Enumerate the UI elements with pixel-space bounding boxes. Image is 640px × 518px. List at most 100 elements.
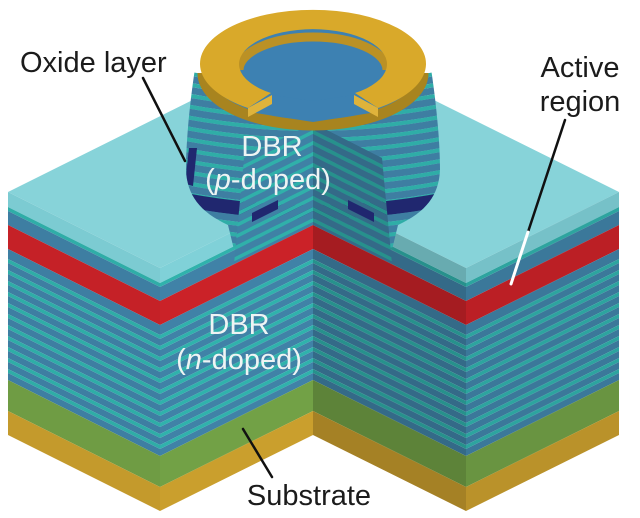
right-cut-face-dbr-teal (313, 325, 466, 405)
mesa-cut-stripe (234, 141, 313, 185)
mesa-stripe (186, 118, 440, 138)
right-cut-face-dbr-teal (313, 270, 466, 350)
right-cut-face-dbr-blue (313, 362, 466, 445)
left-cut-face-dbr-teal (160, 325, 313, 405)
right-outer-face-dbr-teal (466, 259, 619, 339)
right-outer-face-dbr-teal (466, 270, 619, 350)
dbr-p-label-line2: (p-doped) (205, 164, 331, 196)
mesa-cut-stripe (234, 211, 313, 258)
right-cut-face-dbr-blue (313, 373, 466, 456)
left-cut-face-dbr-blue (160, 249, 313, 335)
mesa-cut-stripe (313, 156, 392, 203)
right-outer-face-dbr-teal (466, 358, 619, 438)
left-outer-face-dbr-teal (8, 270, 160, 350)
right-outer-face-dbr-teal (466, 347, 619, 427)
left-cut-face-dbr-blue (160, 362, 313, 445)
active-region-leader-line (526, 118, 567, 234)
left-cut-face-dbr-blue (160, 307, 313, 390)
substrate-label: Substrate (247, 480, 371, 512)
mesa-cut-stripe (313, 130, 392, 174)
mesa-cut-stripe (234, 130, 313, 174)
dbr-n-close: -doped) (202, 344, 302, 376)
left-outer-face-dbr-blue (8, 373, 160, 456)
base-block-faces (8, 192, 619, 511)
left-cut-face-dbr-teal (160, 369, 313, 449)
contact-ring-inner-wall (234, 32, 392, 71)
dbr-n-open-paren: ( (176, 344, 186, 376)
right-cut-face-substrate-gold (313, 411, 466, 511)
right-outer-face-dbr-blue (466, 296, 619, 379)
right-outer-face-dbr-teal (466, 369, 619, 449)
mesa-cut-stripe (313, 211, 392, 258)
right-outer-face-dbr-blue (466, 362, 619, 445)
left-outer-face-dbr-teal (8, 369, 160, 449)
right-cut-face-dbr-blue (313, 249, 466, 335)
left-outer-face-dbr-teal (8, 314, 160, 394)
right-cut-face-dbr-blue (313, 296, 466, 379)
mesa-cut-stripe (234, 200, 313, 247)
mesa-cut-stripe (313, 196, 392, 240)
mesa-cut-stripe (313, 207, 392, 251)
oxide-layer-edge-mark (186, 148, 197, 186)
right-outer-face-dbr-blue (466, 285, 619, 368)
left-cut-face-substrate-gold (160, 411, 313, 511)
mesa-cut-stripe (313, 218, 392, 262)
mesa-cut-stripe (313, 200, 392, 247)
right-outer-face-dbr-blue (466, 340, 619, 423)
mesa-cut-stripe (234, 134, 313, 181)
mesa-stripe (186, 125, 440, 142)
dbr-p-open-paren: ( (205, 164, 215, 196)
mesa-cut-stripe (234, 207, 313, 251)
left-outer-face-dbr-blue (8, 351, 160, 434)
right-outer-face-dbr-blue (466, 318, 619, 401)
dbr-p-close: -doped) (231, 164, 331, 196)
left-cut-face-active-region (160, 225, 313, 325)
right-outer-face-substrate-green (466, 380, 619, 487)
right-cut-face-dbr-teal (313, 303, 466, 383)
dbr-n-label-line1: DBR (208, 309, 269, 341)
right-outer-face-dbr-blue (466, 329, 619, 412)
active-region-label-line2: region (540, 86, 621, 118)
mesa-cut-stripe (313, 167, 392, 214)
left-outer-face-dbr-blue (8, 329, 160, 412)
right-cut-face-dbr-blue (313, 351, 466, 434)
right-outer-face-dbr-teal (466, 314, 619, 394)
mesa-cut-stripe (234, 167, 313, 214)
left-cut-face-dbr-teal (160, 270, 313, 350)
right-cut-face-dbr-blue (313, 307, 466, 390)
mesa-cut-stripe (313, 123, 392, 170)
dbr-p-dopant: p (214, 164, 231, 196)
right-outer-face-dbr-blue (466, 249, 619, 335)
mesa-stripe (186, 114, 440, 131)
mesa-cut-stripe (234, 123, 313, 170)
left-cut-face-dbr-blue (160, 351, 313, 434)
mesa-cut-stripe (313, 174, 392, 218)
left-outer-face-active-region (8, 225, 160, 325)
right-cut-face-dbr-blue (313, 340, 466, 423)
left-cut-face-dbr-teal (160, 347, 313, 427)
left-outer-face-dbr-teal (8, 292, 160, 372)
mesa-stripe (186, 129, 440, 149)
substrate-leader-line (241, 427, 274, 479)
right-cut-face-dbr-teal (313, 336, 466, 416)
left-outer-face-dbr-teal (8, 281, 160, 361)
dbr-n-dopant: n (186, 344, 202, 376)
mesa-cut-stripe (313, 134, 392, 181)
right-cut-face-dbr-blue (313, 263, 466, 346)
right-cut-face-dbr-teal (313, 292, 466, 372)
left-outer-face-dbr-blue (8, 249, 160, 335)
left-outer-face-substrate-green (8, 380, 160, 487)
right-cut-face-dbr-teal (313, 259, 466, 339)
mesa-cut-stripe (313, 141, 392, 185)
contact-ring-top (199, 9, 426, 108)
mesa-stripe (186, 136, 440, 153)
left-outer-face-dbr-teal (8, 303, 160, 383)
left-cut-face-dbr-blue (160, 329, 313, 412)
left-cut-face-dbr-blue (160, 285, 313, 368)
right-cut-face-dbr-teal (313, 369, 466, 449)
left-cut-face-dbr-blue (160, 318, 313, 401)
left-outer-face-dbr-teal (8, 259, 160, 339)
right-outer-face-dbr-teal (466, 207, 619, 287)
oxide-leader-line (141, 76, 187, 163)
